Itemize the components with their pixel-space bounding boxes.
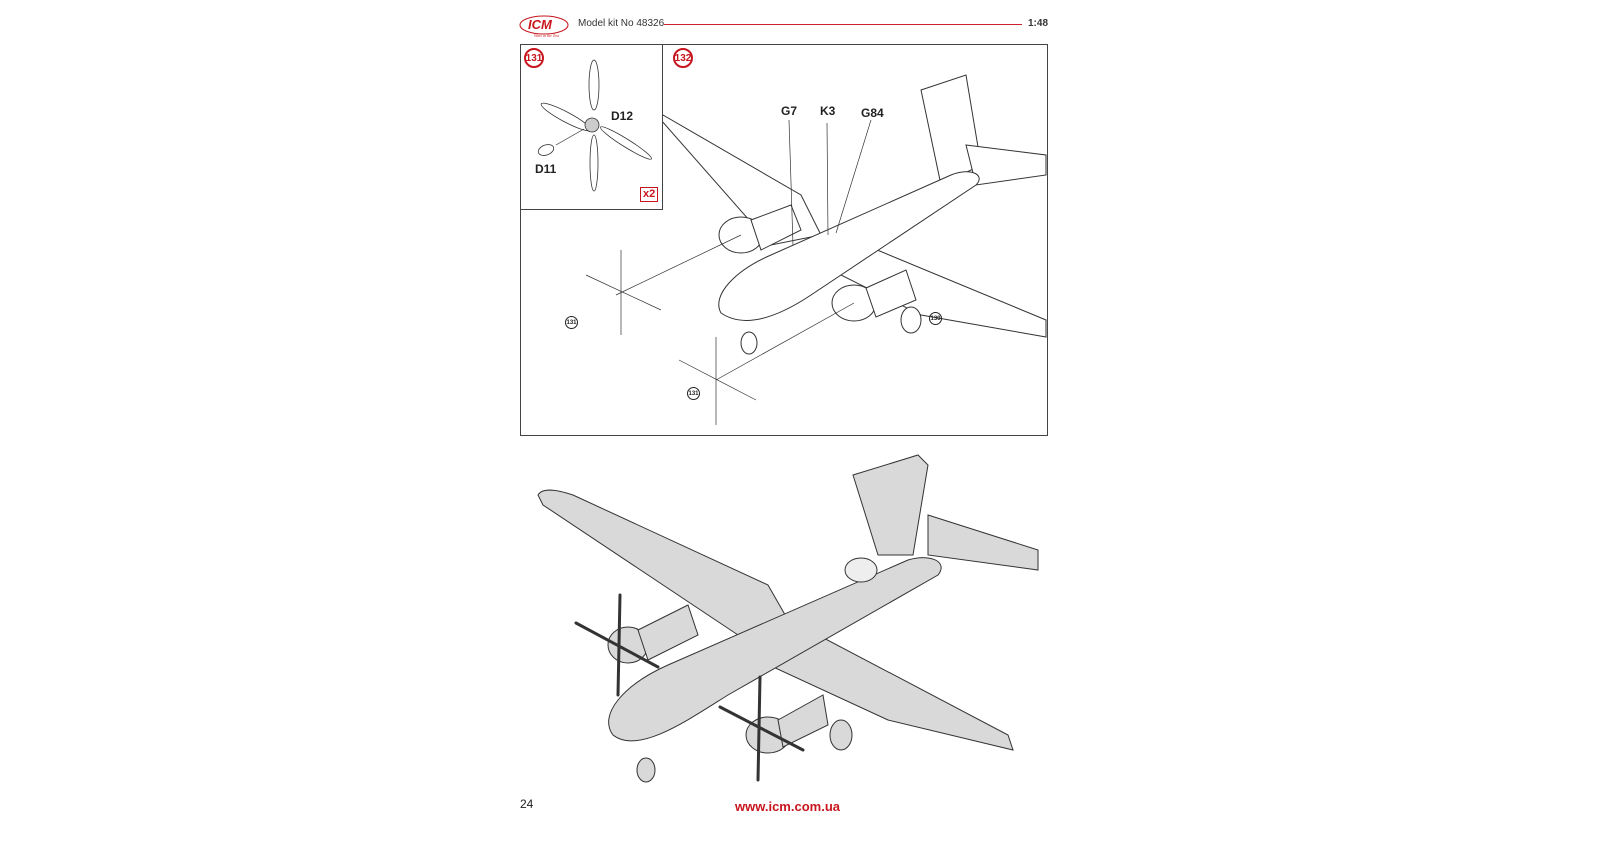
header-rule	[664, 24, 1022, 25]
svg-text:ICM: ICM	[528, 17, 553, 32]
part-label-d12: D12	[611, 109, 634, 123]
part-label-g7: G7	[781, 104, 798, 118]
website-link[interactable]: www.icm.com.ua	[735, 799, 840, 814]
propeller-drawing	[537, 59, 652, 192]
completed-aircraft-drawing	[537, 454, 1039, 783]
step-reference-131: 131	[687, 387, 700, 400]
svg-text:Wins in the Test: Wins in the Test	[534, 33, 560, 38]
step-reference-130: 130	[929, 312, 942, 325]
step-131-panel: 131 D12 D11 x2	[520, 44, 663, 210]
scale-label: 1:48	[1028, 18, 1049, 29]
part-label-g84: G84	[861, 106, 884, 120]
part-label-k3: K3	[820, 104, 836, 118]
part-label-d11: D11	[535, 162, 557, 176]
icm-logo: ICM Wins in the Test	[518, 14, 570, 38]
model-kit-number: Model kit No 48326	[578, 18, 665, 29]
page-number: 24	[520, 797, 534, 811]
quantity-multiplier: x2	[640, 187, 659, 202]
step-number-132: 132	[673, 48, 693, 68]
step-number-131: 131	[524, 48, 544, 68]
aircraft-assembly-drawing	[585, 74, 1047, 425]
step-132-panel: 132 G7 K3 G84 131 131 130	[520, 44, 1048, 436]
step-reference-131: 131	[565, 316, 578, 329]
